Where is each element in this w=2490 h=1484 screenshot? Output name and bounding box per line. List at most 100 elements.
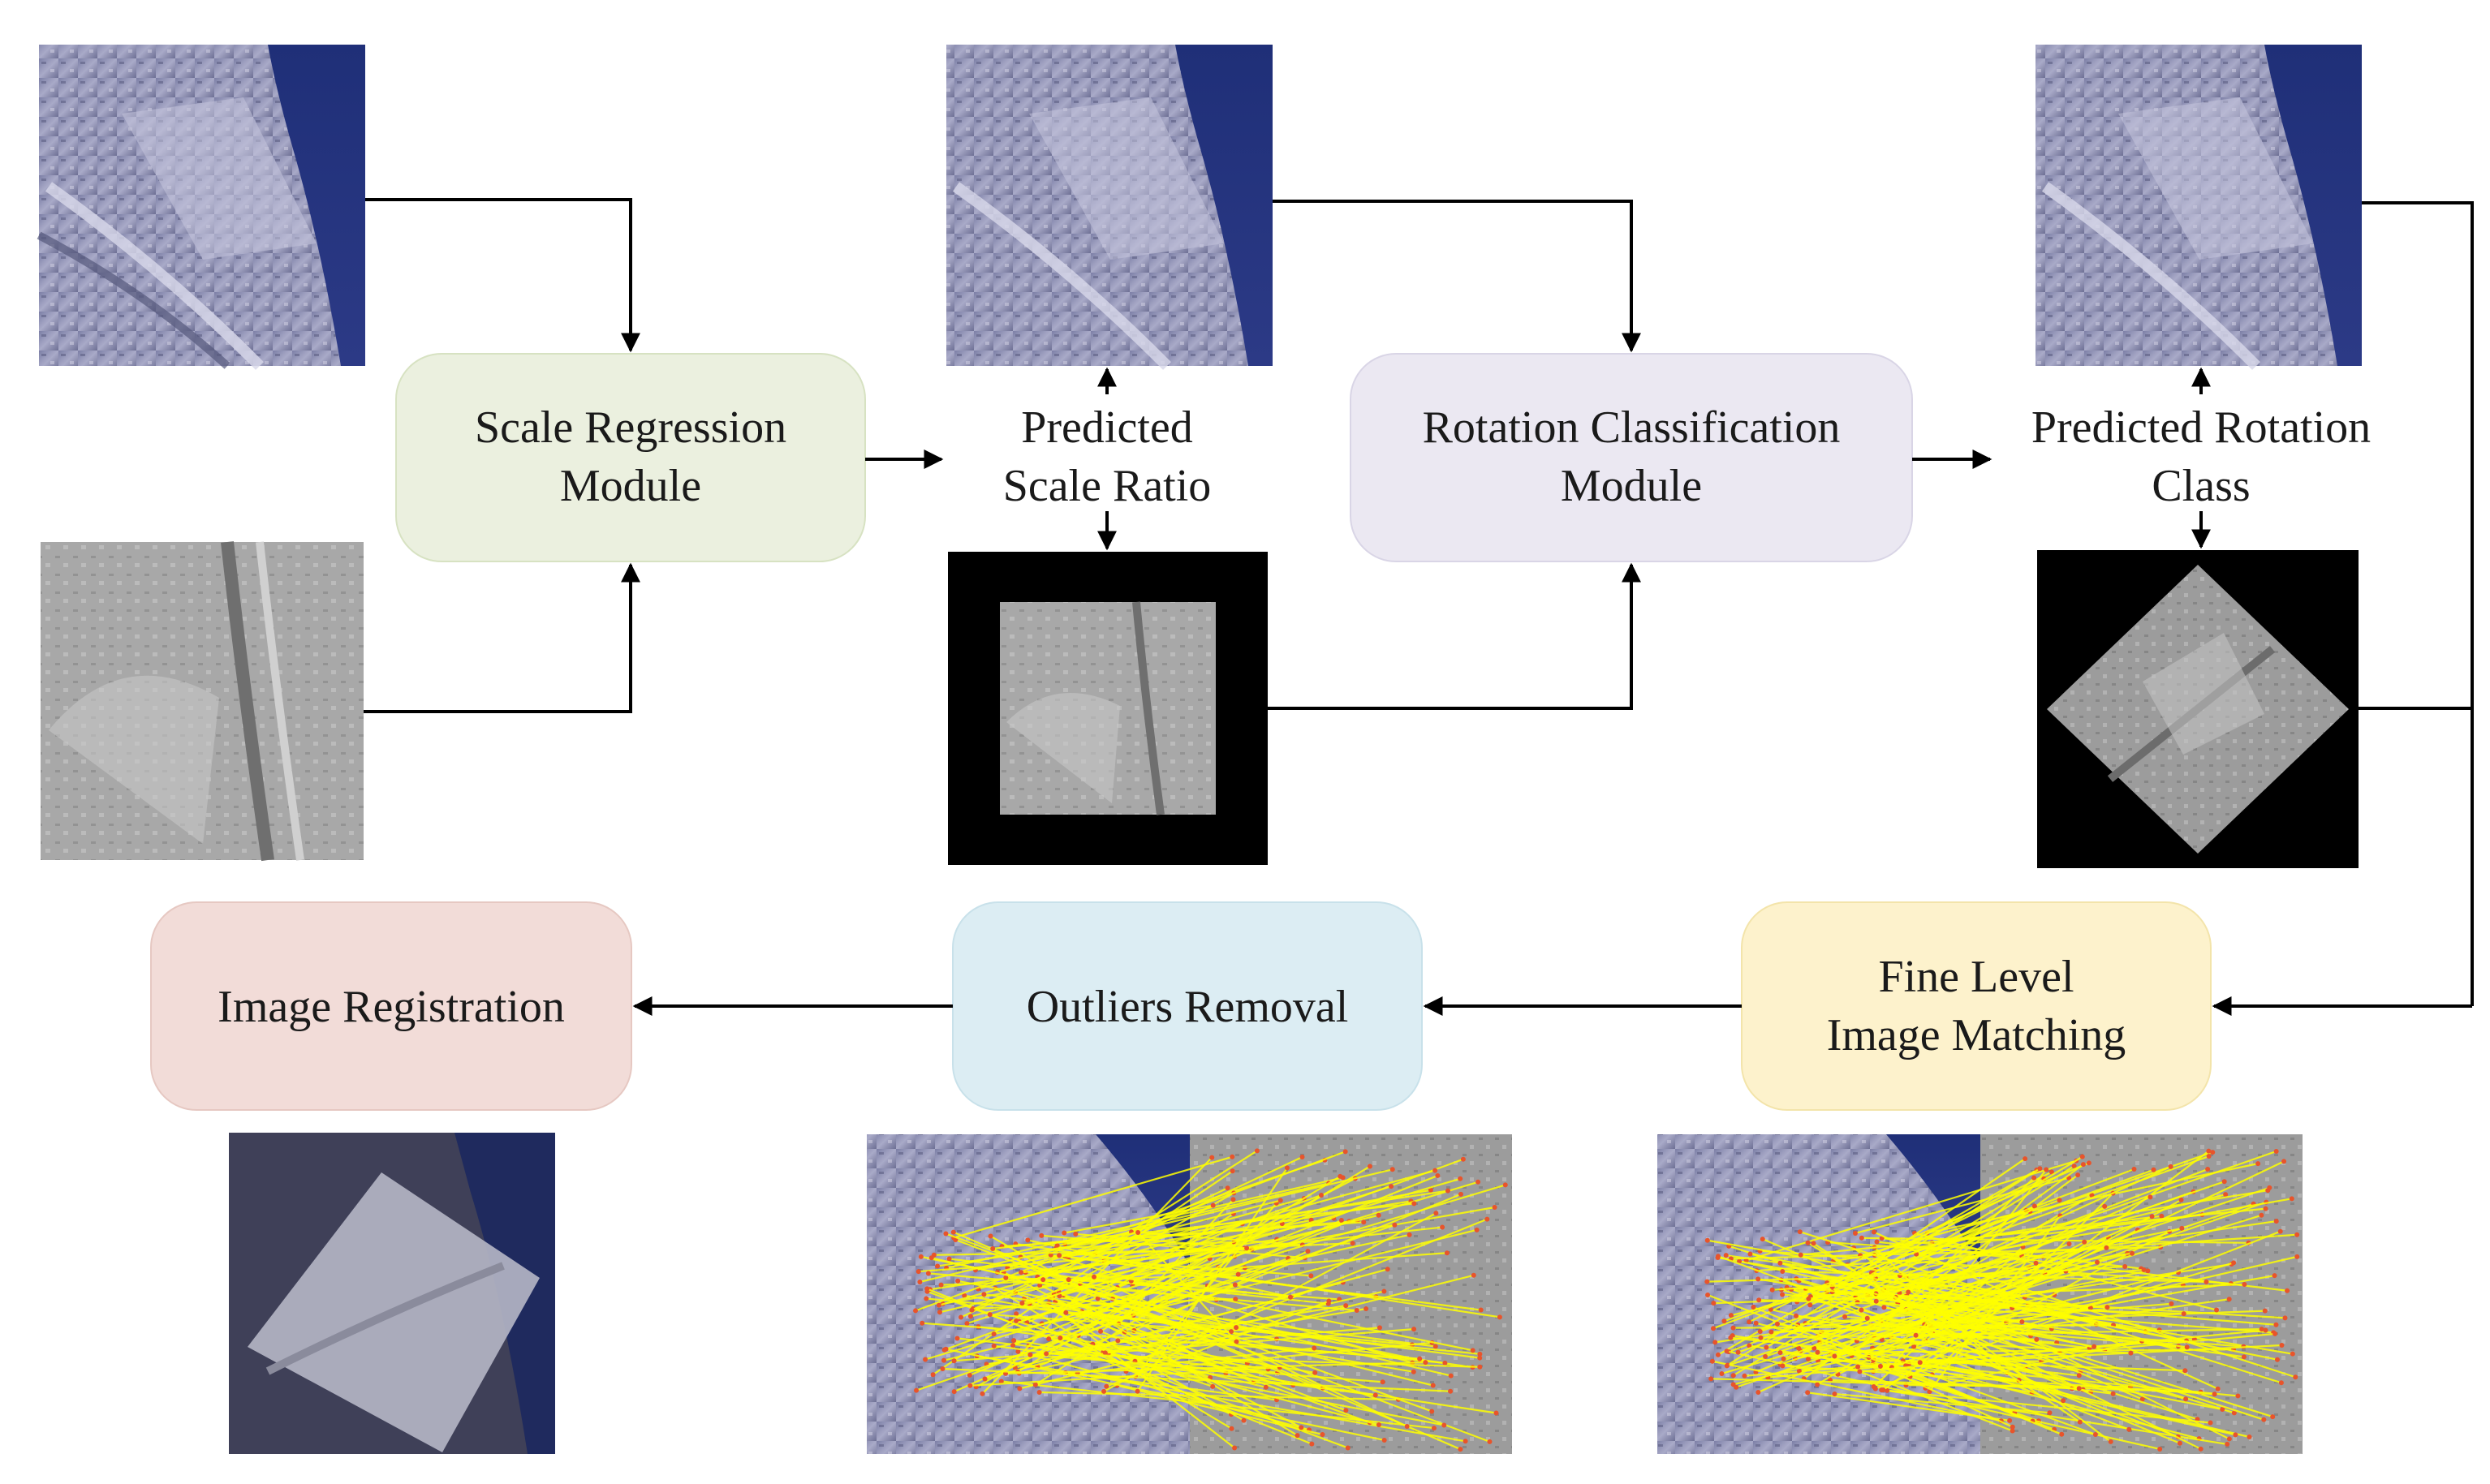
keypoint xyxy=(923,1357,928,1362)
match-line xyxy=(938,1169,1436,1306)
keypoint xyxy=(2261,1417,2267,1422)
match-line xyxy=(1727,1168,2040,1366)
filtered-correspondences-image xyxy=(867,1134,1512,1454)
satellite-optical-image xyxy=(37,45,365,370)
keypoint xyxy=(1906,1289,1911,1295)
keypoint xyxy=(1768,1329,1774,1335)
match-line xyxy=(1876,1293,2277,1326)
keypoint xyxy=(1411,1369,1416,1374)
keypoint xyxy=(1798,1252,1803,1258)
keypoint xyxy=(2108,1439,2113,1444)
keypoint xyxy=(2157,1446,2163,1452)
match-line xyxy=(1919,1361,2236,1436)
predicted-rotation-label-line2: Class xyxy=(2152,461,2250,511)
keypoint xyxy=(1484,1216,1490,1222)
keypoint xyxy=(1046,1336,1052,1342)
keypoint xyxy=(1363,1306,1369,1312)
keypoint xyxy=(1230,1197,1236,1202)
keypoint xyxy=(1460,1156,1466,1162)
line-optical-right-to-bus xyxy=(2362,201,2474,1006)
keypoint xyxy=(1753,1320,1759,1326)
keypoint xyxy=(935,1263,941,1269)
keypoint xyxy=(2082,1239,2087,1245)
keypoint xyxy=(1913,1332,1919,1338)
match-line xyxy=(1039,1391,1399,1401)
scale-regression-label-line2: Module xyxy=(560,461,701,511)
keypoint xyxy=(1927,1389,1932,1395)
keypoint xyxy=(1811,1241,1816,1246)
keypoint xyxy=(1380,1379,1385,1385)
keypoint xyxy=(1728,1335,1734,1340)
keypoint xyxy=(1326,1298,1332,1304)
keypoint xyxy=(1263,1384,1269,1390)
keypoint xyxy=(2215,1386,2221,1392)
keypoint xyxy=(1730,1382,1736,1387)
match-line xyxy=(1790,1288,2187,1349)
satellite-optical-image-copy-scale xyxy=(946,45,1273,370)
keypoint xyxy=(1474,1227,1480,1232)
keypoint xyxy=(1014,1318,1019,1323)
match-line xyxy=(1880,1365,2014,1428)
keypoint xyxy=(2086,1160,2092,1166)
keypoint xyxy=(2159,1213,2165,1219)
keypoint xyxy=(914,1387,920,1393)
match-line xyxy=(1733,1271,2179,1386)
keypoint xyxy=(2183,1396,2189,1402)
match-line xyxy=(937,1189,1449,1267)
keypoint xyxy=(1343,1303,1349,1309)
match-line xyxy=(920,1168,1393,1284)
keypoint xyxy=(2241,1354,2247,1360)
keypoint xyxy=(1769,1287,1775,1293)
keypoint xyxy=(1230,1154,1235,1159)
match-line xyxy=(1874,1213,2203,1257)
keypoint xyxy=(2231,1260,2237,1266)
keypoint xyxy=(951,1389,957,1395)
match-line xyxy=(1124,1331,1445,1364)
keypoint xyxy=(1229,1426,1234,1431)
keypoint xyxy=(1338,1173,1343,1179)
keypoint xyxy=(1342,1149,1348,1155)
keypoint xyxy=(1737,1258,1743,1264)
keypoint xyxy=(2273,1219,2279,1224)
keypoint xyxy=(1040,1277,1046,1283)
keypoint xyxy=(2148,1194,2153,1200)
keypoint xyxy=(980,1391,985,1396)
keypoint xyxy=(1019,1270,1024,1275)
keypoint xyxy=(2223,1192,2229,1198)
keypoint xyxy=(2277,1228,2283,1234)
match-line xyxy=(1135,1218,1488,1362)
keypoint xyxy=(967,1383,973,1388)
keypoint xyxy=(1102,1350,1108,1356)
keypoint xyxy=(2076,1386,2082,1392)
match-line xyxy=(1875,1230,2281,1390)
keypoint xyxy=(1797,1229,1803,1235)
match-line xyxy=(1899,1275,2230,1440)
keypoint xyxy=(1235,1271,1241,1277)
keypoint xyxy=(1044,1351,1049,1357)
keypoint xyxy=(2263,1206,2268,1211)
keypoint xyxy=(2263,1327,2268,1333)
keypoint xyxy=(1855,1364,1861,1370)
keypoint xyxy=(1781,1356,1786,1361)
keypoint xyxy=(1209,1155,1215,1160)
match-line xyxy=(1002,1221,1364,1248)
keypoint xyxy=(1101,1388,1107,1394)
keypoint xyxy=(1032,1382,1038,1387)
keypoint xyxy=(1233,1297,1239,1302)
keypoint xyxy=(988,1233,993,1239)
keypoint xyxy=(2285,1288,2290,1293)
rotation-classification-label-line1: Rotation Classification xyxy=(1423,402,1841,453)
keypoint xyxy=(1742,1373,1747,1379)
keypoint xyxy=(1432,1168,1438,1173)
keypoint xyxy=(1780,1268,1786,1274)
match-line xyxy=(1833,1189,2268,1262)
keypoint xyxy=(1027,1352,1033,1357)
keypoint xyxy=(920,1320,925,1326)
scale-regression-module: Scale Regression Module xyxy=(395,353,866,562)
match-line xyxy=(1814,1347,2019,1382)
keypoint xyxy=(917,1279,923,1284)
keypoint xyxy=(962,1293,967,1298)
match-line xyxy=(953,1155,1233,1239)
keypoint xyxy=(1728,1313,1734,1318)
registered-overlay-image xyxy=(229,1133,555,1454)
